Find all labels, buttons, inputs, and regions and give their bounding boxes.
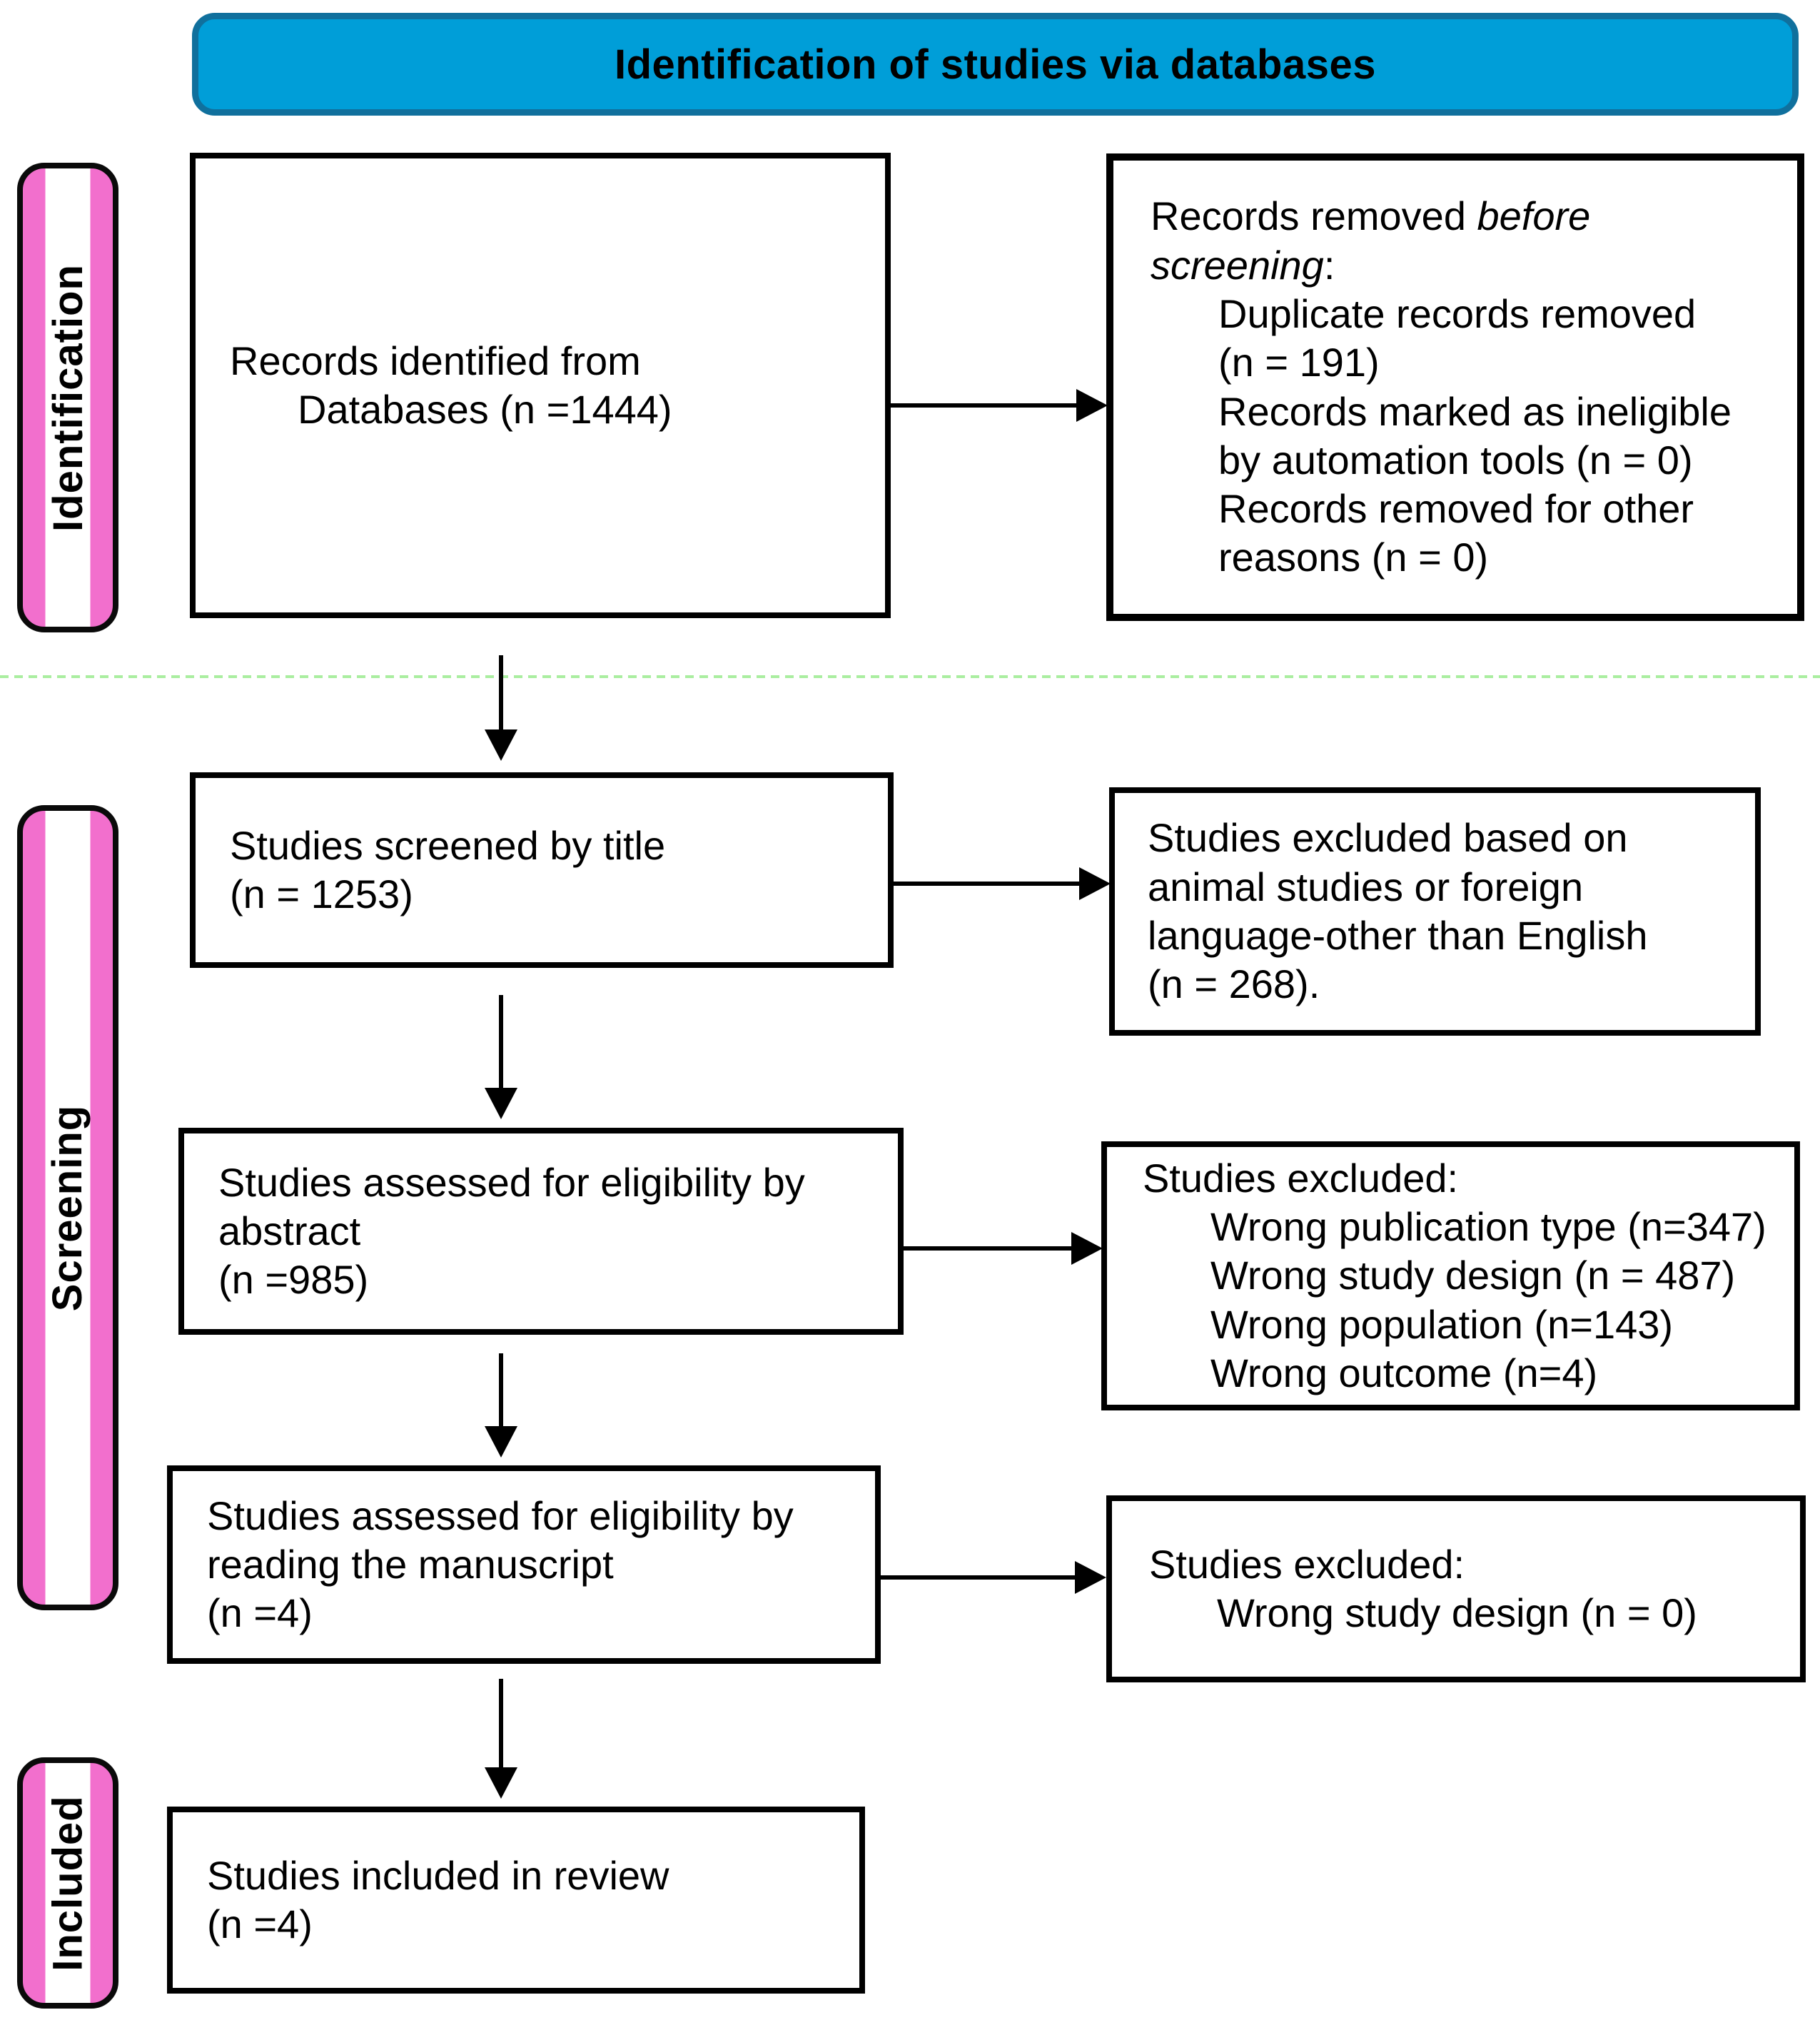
- text-line: Studies included in review: [207, 1852, 669, 1898]
- text-line: Studies screened by title: [230, 822, 666, 868]
- excluded-manuscript-items: Wrong study design (n = 0): [1217, 1589, 1777, 1637]
- text-line: Records removed before: [1151, 192, 1774, 241]
- studies-screened-text: Studies screened by title(n = 1253): [230, 822, 865, 919]
- text-line: Databases (n =1444): [298, 387, 672, 432]
- arrow-abstract-to-excluded-line: [904, 1246, 1073, 1251]
- text-line: reasons (n = 0): [1218, 535, 1489, 580]
- arrow-manuscript-to-included-line: [499, 1679, 503, 1769]
- stage-label-screening: Screening: [17, 805, 118, 1610]
- included-review-text: Studies included in review(n =4): [207, 1852, 836, 1949]
- arrow-screened-to-excluded-head: [1079, 867, 1111, 900]
- banner-title: Identification of studies via databases: [615, 41, 1376, 88]
- stage-label-included-text: Included: [44, 1794, 91, 1971]
- records-removed-items: Duplicate records removed(n = 191)Record…: [1218, 290, 1774, 582]
- text-line: Studies assessed for eligibility by: [218, 1159, 805, 1205]
- text-line: (n = 1253): [230, 872, 413, 916]
- arrow-manuscript-to-included-head: [485, 1767, 517, 1799]
- arrow-identified-to-screened-head: [485, 729, 517, 761]
- plain-text: Records removed: [1151, 193, 1477, 239]
- text-line: by automation tools (n = 0): [1218, 437, 1693, 483]
- box-studies-included-in-review: Studies included in review(n =4): [167, 1807, 865, 1994]
- text-line: Duplicate records removed: [1218, 291, 1697, 336]
- text-line: Wrong study design (n = 0): [1217, 1590, 1697, 1635]
- text-line: language-other than English: [1148, 913, 1648, 958]
- text-line: Wrong outcome (n=4): [1210, 1350, 1598, 1395]
- text-line: Records identified from: [230, 338, 641, 383]
- stage-label-identification: Identification: [17, 163, 118, 632]
- arrow-screened-to-abstract-line: [499, 995, 503, 1089]
- text-line: Studies assessed for eligibility by: [207, 1493, 794, 1538]
- arrow-identified-to-removed-head: [1076, 389, 1108, 422]
- excluded-abstract-items: Wrong publication type (n=347)Wrong stud…: [1210, 1203, 1771, 1398]
- arrow-manuscript-to-excluded-line: [881, 1575, 1076, 1580]
- text-line: Wrong publication type (n=347): [1210, 1204, 1766, 1250]
- text-line: Records marked as ineligible: [1218, 388, 1732, 434]
- arrow-abstract-to-manuscript-line: [499, 1353, 503, 1428]
- box-studies-screened-by-title: Studies screened by title(n = 1253): [190, 772, 894, 968]
- box-excluded-by-manuscript: Studies excluded: Wrong study design (n …: [1106, 1495, 1806, 1682]
- text-line: Wrong population (n=143): [1210, 1301, 1674, 1347]
- text-line: (n = 191): [1218, 340, 1380, 385]
- arrow-manuscript-to-excluded-head: [1075, 1561, 1106, 1594]
- text-line: animal studies or foreign: [1148, 864, 1584, 909]
- banner-identification-via-databases: Identification of studies via databases: [192, 13, 1799, 116]
- plain-text: :: [1323, 242, 1335, 288]
- text-line: Wrong study design (n = 487): [1210, 1253, 1736, 1298]
- text-line: Records removed for other: [1218, 486, 1694, 532]
- excluded-manuscript-lead: Studies excluded:: [1149, 1541, 1465, 1587]
- arrow-abstract-to-manuscript-head: [485, 1426, 517, 1458]
- section-divider-line: [0, 675, 1820, 678]
- stage-label-screening-text: Screening: [44, 1104, 91, 1311]
- text-line: reading the manuscript: [207, 1541, 614, 1587]
- text-line: (n =4): [207, 1902, 313, 1946]
- text-line: (n =4): [207, 1590, 313, 1636]
- text-line: abstract: [218, 1208, 361, 1253]
- arrow-abstract-to-excluded-head: [1071, 1232, 1103, 1265]
- excluded-abstract-lead: Studies excluded:: [1143, 1155, 1459, 1201]
- text-line: (n = 268).: [1148, 961, 1320, 1007]
- stage-label-included: Included: [17, 1757, 118, 2009]
- italic-text: before: [1477, 193, 1591, 239]
- box-excluded-by-abstract: Studies excluded: Wrong publication type…: [1101, 1141, 1800, 1410]
- text-line: (n =985): [218, 1257, 369, 1303]
- text-line: Studies excluded based on: [1148, 815, 1628, 861]
- arrow-identified-to-removed-line: [891, 403, 1078, 408]
- text-line: screening:: [1151, 241, 1774, 290]
- arrow-screened-to-excluded-line: [894, 882, 1081, 886]
- arrow-identified-to-screened-line: [499, 655, 503, 731]
- stage-label-identification-text: Identification: [44, 263, 91, 532]
- italic-text: screening: [1151, 242, 1324, 288]
- arrow-screened-to-abstract-head: [485, 1088, 517, 1119]
